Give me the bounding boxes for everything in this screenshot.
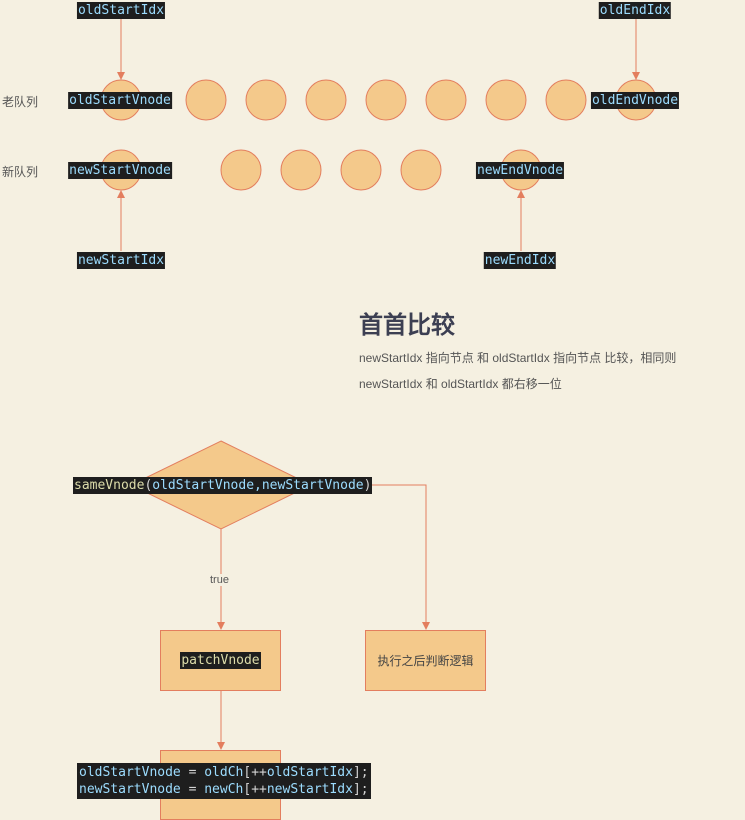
- new-node: [220, 149, 262, 191]
- new-node: [280, 149, 322, 191]
- assign-2-rhs: newCh: [204, 782, 244, 797]
- else-logic-box: 执行之后判断逻辑: [365, 630, 486, 691]
- description-line-1: newStartIdx 指向节点 和 oldStartIdx 指向节点 比较，相…: [359, 351, 677, 365]
- old-start-vnode-label: oldStartVnode: [68, 92, 172, 109]
- condition-function: sameVnode: [74, 478, 145, 493]
- old-node: [545, 79, 587, 121]
- new-start-idx-label: newStartIdx: [76, 252, 166, 269]
- old-node: [485, 79, 527, 121]
- assign-1-rhs: oldCh: [204, 765, 244, 780]
- new-queue-label: 新队列: [2, 165, 39, 179]
- new-end-vnode-label: newEndVnode: [475, 162, 565, 179]
- condition-code: sameVnode(oldStartVnode,newStartVnode): [73, 477, 373, 494]
- true-branch-label: true: [210, 574, 229, 586]
- old-start-idx-label: oldStartIdx: [76, 2, 166, 19]
- old-node: [185, 79, 227, 121]
- old-node: [425, 79, 467, 121]
- old-node: [305, 79, 347, 121]
- section-heading: 首首比较: [359, 311, 455, 339]
- description-line-2: newStartIdx 和 oldStartIdx 都右移一位: [359, 377, 562, 391]
- assign-1-lhs: oldStartVnode: [79, 765, 181, 780]
- false-branch-arrow: [311, 484, 430, 630]
- old-queue-label: 老队列: [2, 95, 39, 109]
- assign-2-idx: newStartIdx: [266, 782, 353, 797]
- new-queue-nodes: [100, 149, 542, 191]
- old-end-idx-label: oldEndIdx: [598, 2, 672, 19]
- assign-code: oldStartVnode = oldCh[++oldStartIdx]; ne…: [77, 763, 371, 799]
- new-end-idx-label: newEndIdx: [483, 252, 557, 269]
- old-node: [245, 79, 287, 121]
- new-node: [340, 149, 382, 191]
- new-node: [400, 149, 442, 191]
- assign-1-idx: oldStartIdx: [266, 765, 353, 780]
- condition-args: oldStartVnode,newStartVnode: [152, 478, 364, 493]
- patch-vnode-box: patchVnode: [160, 630, 281, 691]
- else-logic-label: 执行之后判断逻辑: [377, 654, 474, 668]
- old-queue-nodes: [100, 79, 657, 121]
- old-end-vnode-label: oldEndVnode: [590, 92, 680, 109]
- patch-vnode-label: patchVnode: [180, 652, 261, 669]
- new-start-vnode-label: newStartVnode: [68, 162, 172, 179]
- assign-2-lhs: newStartVnode: [79, 782, 181, 797]
- old-node: [365, 79, 407, 121]
